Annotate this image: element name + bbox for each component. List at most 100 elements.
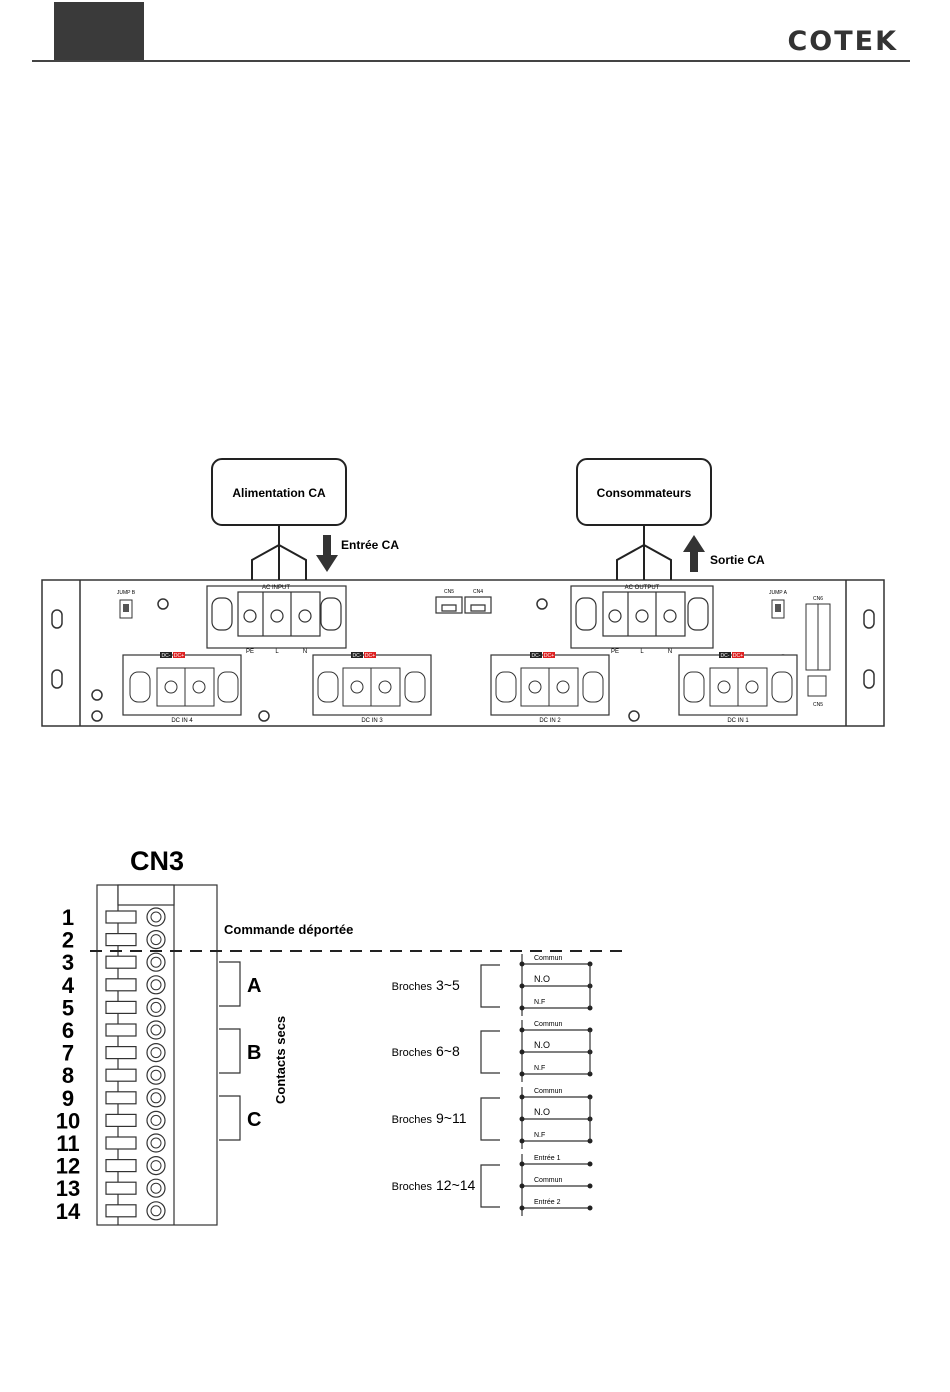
pin-screw-inner — [150, 1182, 162, 1194]
pin-screw-inner — [150, 934, 162, 946]
ac-out-n: N — [668, 649, 672, 655]
relay-node — [519, 1049, 525, 1055]
dc-in-1-label: DC IN 1 — [727, 718, 749, 724]
relay-term: Commun — [534, 1177, 563, 1184]
pin-screw-icon — [146, 1133, 166, 1153]
relay-node — [519, 1094, 525, 1100]
relay-term: N.F — [534, 1065, 545, 1072]
pin-screw-inner — [150, 1160, 162, 1172]
broches-bracket — [480, 1030, 500, 1074]
pin-number: 9 — [62, 1086, 74, 1111]
ac-out-pe: PE — [611, 649, 619, 655]
pin-screw-inner — [150, 1001, 162, 1013]
broches-word: Broches — [392, 981, 433, 993]
pin-number: 13 — [56, 1176, 80, 1201]
pin-number: 3 — [62, 950, 74, 975]
broches-range: 3~5 — [436, 977, 460, 993]
relay-node — [587, 1161, 593, 1167]
pin-screw-inner — [150, 1114, 162, 1126]
pin-slot — [105, 1181, 137, 1195]
pin-screw-icon — [146, 1088, 166, 1108]
pin-screw-icon — [146, 1155, 166, 1176]
pin-slot — [105, 978, 137, 992]
broches-bracket — [480, 964, 500, 1008]
pin-screw-icon — [146, 1178, 166, 1198]
relay-node — [519, 1138, 525, 1144]
pin-screw-inner — [150, 1137, 162, 1149]
jumper-a-label: JUMP A — [769, 590, 788, 596]
relay-node — [519, 1205, 525, 1211]
broches-bracket — [480, 1097, 500, 1141]
pin-screw-icon — [146, 907, 166, 927]
group-a-label: A — [247, 975, 261, 997]
broches-word: Broches — [392, 1047, 433, 1059]
pin-screw-icon — [146, 1110, 166, 1131]
ac-output-wires — [616, 525, 672, 580]
ac-in-pe: PE — [246, 649, 254, 655]
ac-out-arrow-icon — [683, 535, 705, 572]
ac-input-block — [206, 585, 347, 649]
pin-screw-icon — [146, 1020, 166, 1040]
pin-screw-icon — [146, 1065, 166, 1085]
pin-slot — [105, 955, 137, 969]
dc-in-2-label: DC IN 2 — [539, 718, 561, 724]
dc4-neg-label: DC- — [162, 653, 171, 659]
group-c-label: C — [247, 1109, 261, 1131]
pin-slot — [105, 932, 137, 947]
pin-slot — [105, 1045, 137, 1060]
pin-number: 14 — [56, 1199, 81, 1224]
dc-in-4-block — [122, 652, 242, 716]
dc-in-4-label: DC IN 4 — [171, 718, 193, 724]
rj-ports — [435, 596, 492, 614]
ac-source-label: Alimentation CA — [232, 486, 326, 500]
broches-word: Broches — [392, 1181, 433, 1193]
jumper-b-label: JUMP B — [117, 590, 136, 596]
cn5-connector — [807, 675, 827, 697]
pin-slot — [105, 910, 137, 924]
relay-term: N.O — [534, 974, 550, 984]
rj-label-2: CN4 — [473, 589, 483, 595]
broches-word: Broches — [392, 1114, 433, 1126]
ac-output-block — [570, 585, 714, 649]
relay-node — [587, 1183, 593, 1189]
pin-screw-icon — [146, 1201, 166, 1221]
broches-range: 12~14 — [436, 1177, 476, 1193]
pin-number: 7 — [62, 1041, 74, 1066]
dc-in-2-block — [490, 652, 610, 716]
dc1-neg-label: DC- — [721, 653, 730, 659]
relay-term: Entrée 1 — [534, 1155, 561, 1162]
relay-node — [519, 1116, 525, 1122]
dc4-pos-label: DC+ — [174, 653, 184, 659]
pin-screw-inner — [150, 911, 162, 923]
ac-in-arrow-icon — [316, 535, 338, 572]
cn3-title: CN3 — [130, 846, 184, 876]
dc-in-3-label: DC IN 3 — [361, 718, 383, 724]
pin-number: 6 — [62, 1018, 74, 1043]
brand-logo: COTEK — [787, 26, 898, 57]
pin-screw-inner — [150, 1205, 162, 1217]
dry-contacts-label: Contacts secs — [273, 1016, 288, 1104]
relay-term: Commun — [534, 1021, 563, 1028]
pin-slot — [105, 1000, 137, 1015]
ac-out-l: L — [640, 649, 644, 655]
pin-number: 10 — [56, 1108, 80, 1133]
pin-screw-icon — [146, 975, 166, 995]
relay-term: N.O — [534, 1107, 550, 1117]
pin-number: 1 — [62, 905, 74, 930]
rj-label-1: CN5 — [444, 589, 454, 595]
pin-slot — [105, 1091, 137, 1105]
pin-slot — [105, 1023, 137, 1037]
relay-node — [587, 1205, 593, 1211]
cn6-label: CN6 — [813, 596, 823, 602]
group-brackets — [219, 961, 241, 1141]
broches-bracket — [480, 1164, 500, 1208]
ac-output-label: AC OUTPUT — [625, 585, 660, 591]
pin-slot — [105, 1068, 137, 1082]
dc2-neg-label: DC- — [532, 653, 541, 659]
dc-in-1-block — [678, 652, 798, 716]
pin-number: 8 — [62, 1063, 74, 1088]
ac-out-arrow-label: Sortie CA — [710, 553, 765, 567]
relay-node — [519, 983, 525, 989]
relay-term: Entrée 2 — [534, 1199, 561, 1206]
